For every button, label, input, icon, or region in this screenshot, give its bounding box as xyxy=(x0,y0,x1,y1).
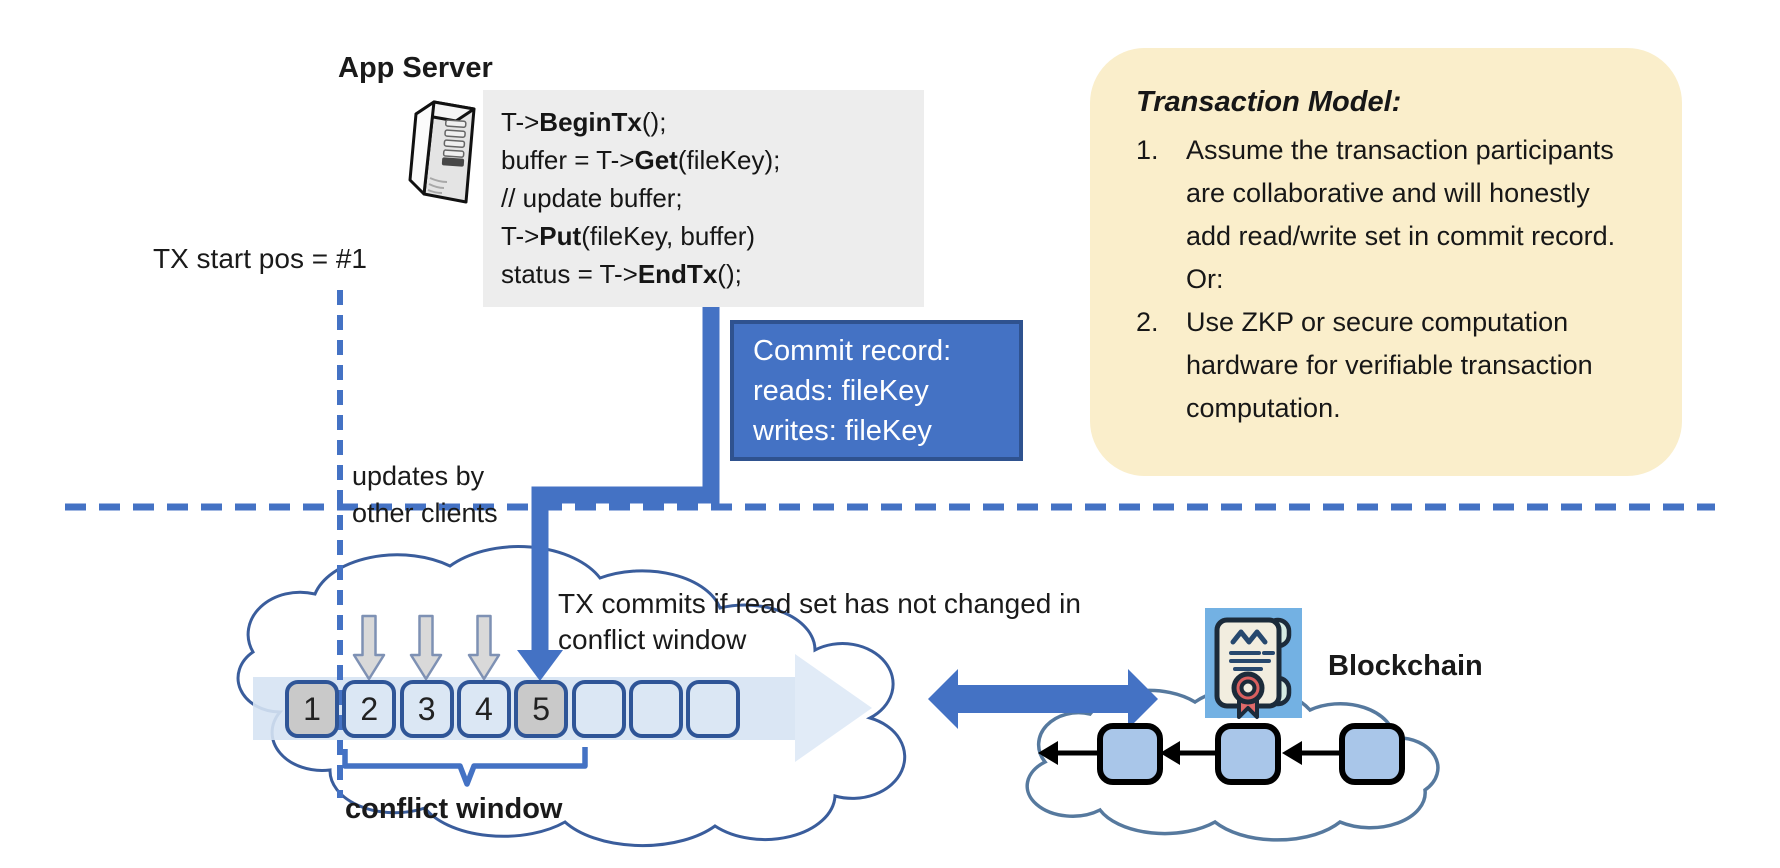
update-arrow xyxy=(352,614,386,681)
note-item: 2. Use ZKP or secure computation hardware… xyxy=(1136,301,1652,430)
commit-record-line: writes: fileKey xyxy=(753,415,932,447)
note-item-text: Use ZKP or secure computation hardware f… xyxy=(1186,307,1593,423)
timeline-box: 3 xyxy=(399,680,454,738)
code-line: status = T->EndTx(); xyxy=(501,259,742,289)
commit-elbow-arrow xyxy=(531,305,720,652)
note-title: Transaction Model: xyxy=(1136,86,1402,118)
sync-double-arrow xyxy=(928,669,1158,729)
commit-elbow-arrowhead xyxy=(517,650,563,681)
timeline-box xyxy=(571,680,626,738)
block-link-arrowhead xyxy=(1282,741,1302,765)
conflict-window-brace xyxy=(342,747,588,787)
code-line: buffer = T->Get(fileKey); xyxy=(501,145,781,175)
timeline-box: 4 xyxy=(456,680,511,738)
timeline-box: 2 xyxy=(342,680,397,738)
note-item: 1. Assume the transaction participants ar… xyxy=(1136,129,1652,301)
timeline-box xyxy=(628,680,683,738)
note-list: 1. Assume the transaction participants ar… xyxy=(1136,129,1652,430)
conflict-window-label: conflict window xyxy=(345,793,563,825)
code-block: T->BeginTx(); buffer = T->Get(fileKey); //… xyxy=(483,90,924,307)
blockchain-block xyxy=(1215,723,1281,785)
note-item-number: 1. xyxy=(1136,135,1159,165)
commit-record-box: Commit record: reads: fileKey writes: file… xyxy=(730,320,1023,461)
note-item-number: 2. xyxy=(1136,307,1159,337)
tx-start-label: TX start pos = #1 xyxy=(153,243,367,274)
app-server-label: App Server xyxy=(338,52,493,84)
commit-record-line: Commit record: xyxy=(753,335,952,367)
blockchain-block xyxy=(1339,723,1405,785)
block-link-arrowhead xyxy=(1160,741,1180,765)
timeline-band-arrowhead xyxy=(795,654,872,762)
blockchain-block xyxy=(1097,723,1163,785)
transaction-model-note: Transaction Model: 1. Assume the transact… xyxy=(1090,48,1682,476)
timeline-box xyxy=(686,680,741,738)
note-item-text: Assume the transaction participants are … xyxy=(1186,135,1616,294)
server-icon xyxy=(408,100,476,204)
update-arrow xyxy=(467,614,501,681)
commit-record-line: reads: fileKey xyxy=(753,375,929,407)
timeline-box: 1 xyxy=(285,680,339,738)
tx-commits-label: TX commits if read set has not changed i… xyxy=(558,588,1081,655)
block-link-arrowhead xyxy=(1038,741,1058,765)
code-line: // update buffer; xyxy=(501,183,683,213)
code-line: T->Put(fileKey, buffer) xyxy=(501,221,756,251)
certificate-icon xyxy=(1205,608,1302,719)
updates-by-other-clients-label: updates by other clients xyxy=(352,461,498,528)
update-arrow xyxy=(409,614,443,681)
blockchain-label: Blockchain xyxy=(1328,650,1483,682)
code-line: T->BeginTx(); xyxy=(501,107,667,137)
timeline-box: 5 xyxy=(514,680,569,738)
